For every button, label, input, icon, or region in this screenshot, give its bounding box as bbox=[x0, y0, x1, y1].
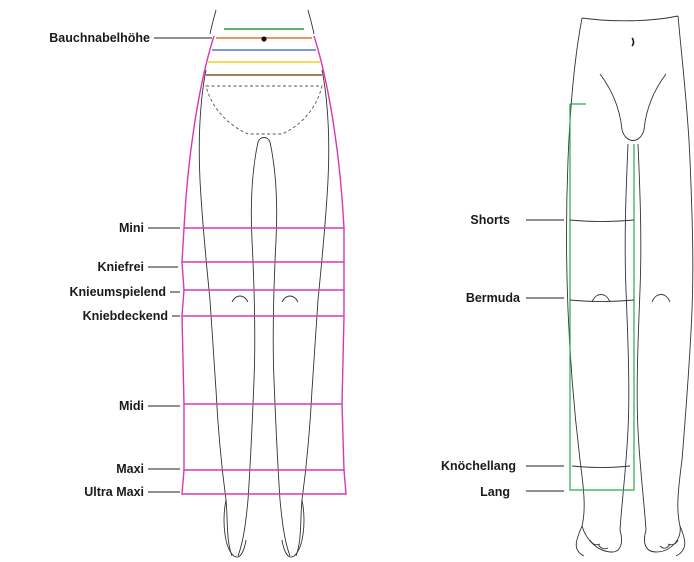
left-body-outline bbox=[199, 10, 329, 557]
label-shorts: Shorts bbox=[400, 213, 510, 227]
waist-bands bbox=[206, 29, 322, 75]
skirt-kniebdeckend bbox=[182, 290, 344, 316]
right-body-outline bbox=[567, 16, 693, 556]
label-lang: Lang bbox=[400, 485, 510, 499]
skirt-maxi bbox=[184, 404, 344, 470]
label-kniebdeckend: Kniebdeckend bbox=[0, 309, 168, 323]
label-knieumspielend: Knieumspielend bbox=[0, 285, 166, 299]
label-ultra-maxi: Ultra Maxi bbox=[0, 485, 144, 499]
pants-cut-lines bbox=[570, 220, 634, 468]
skirt-midi bbox=[182, 316, 344, 404]
label-bauchnabelhoehe: Bauchnabelhöhe bbox=[0, 31, 150, 45]
skirt-mini bbox=[184, 36, 344, 228]
navel-mark bbox=[632, 38, 634, 46]
label-kniefrei: Kniefrei bbox=[0, 260, 144, 274]
label-knoechellang: Knöchellang bbox=[400, 459, 516, 473]
skirt-ultra-maxi bbox=[182, 470, 346, 494]
left-leader-lines bbox=[148, 38, 212, 492]
navel-dot bbox=[261, 36, 266, 41]
brief-outline bbox=[206, 86, 322, 134]
label-bermuda: Bermuda bbox=[400, 291, 520, 305]
label-midi: Midi bbox=[0, 399, 144, 413]
label-maxi: Maxi bbox=[0, 462, 144, 476]
pants-outline bbox=[570, 104, 634, 490]
right-leader-lines bbox=[526, 220, 564, 491]
label-mini: Mini bbox=[0, 221, 144, 235]
